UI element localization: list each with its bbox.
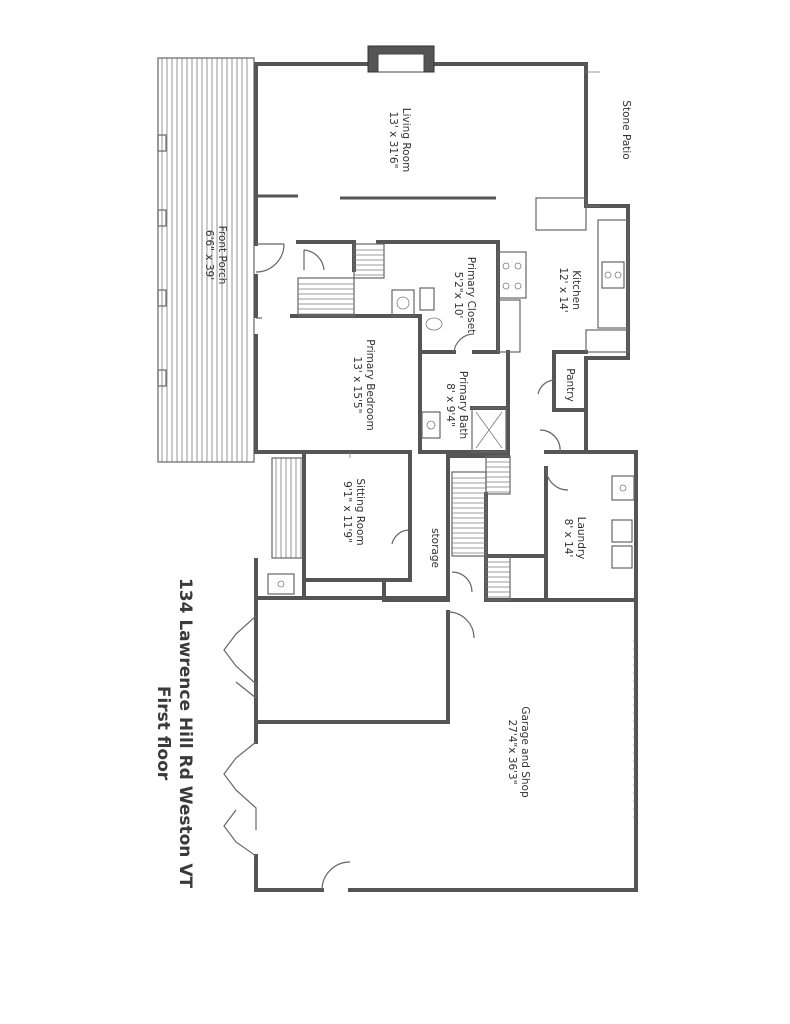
plan-title: 134 Lawrence Hill Rd Weston VT First flo… xyxy=(153,578,195,889)
primary-bath-name: Primary Bath xyxy=(457,371,469,439)
primary-closet-name: Primary Closet xyxy=(465,257,477,334)
fireplace xyxy=(367,45,435,73)
laundry-name: Laundry xyxy=(575,517,587,560)
storage-label: storage xyxy=(429,528,441,568)
primary-bedroom-name: Primary Bedroom xyxy=(364,339,376,430)
primary-closet-dims: 5'2"x 10' xyxy=(452,272,464,319)
interior-walls xyxy=(254,194,638,724)
front-porch-label: Front Porch 6'6" x 39' xyxy=(203,226,228,285)
sitting-room-name: Sitting Room xyxy=(354,478,366,545)
kitchen-label: Kitchen 12' x 14' xyxy=(557,267,582,312)
laundry-fixtures xyxy=(611,475,635,569)
floor-title: First floor xyxy=(153,686,173,781)
storage-name: storage xyxy=(429,528,441,568)
main-stairs xyxy=(297,243,385,317)
primary-closet-label: Primary Closet 5'2"x 10' xyxy=(452,257,477,334)
garage-dims: 27'4"x 36'3" xyxy=(506,719,518,784)
stone-patio-label: Stone Patio xyxy=(620,100,632,159)
address-title: 134 Lawrence Hill Rd Weston VT xyxy=(175,578,195,889)
kitchen-dims: 12' x 14' xyxy=(557,267,569,312)
sitting-room-label: Sitting Room 9'1" x 11'9" xyxy=(341,478,366,545)
living-room-name: Living Room xyxy=(400,108,412,172)
door-swings xyxy=(223,243,569,891)
kitchen-fixtures xyxy=(497,197,629,353)
garage-label: Garage and Shop 27'4"x 36'3" xyxy=(506,706,531,798)
laundry-dims: 8' x 14' xyxy=(562,519,574,558)
front-porch-dims: 6'6" x 39' xyxy=(203,230,215,280)
front-porch-name: Front Porch xyxy=(216,226,228,285)
primary-bath-label: Primary Bath 8' x 9'4" xyxy=(444,371,469,439)
basement-stairs xyxy=(451,455,511,601)
garage-sink xyxy=(267,573,295,595)
room-labels: Stone Patio Living Room 13' x 31'6" Fron… xyxy=(203,100,632,798)
primary-bath-dims: 8' x 9'4" xyxy=(444,383,456,427)
garage-markings xyxy=(349,452,635,820)
stone-patio-edge xyxy=(586,71,600,207)
living-room-label: Living Room 13' x 31'6" xyxy=(387,108,412,172)
bath-fixtures xyxy=(391,287,507,453)
porch-steps xyxy=(271,457,305,559)
primary-bedroom-dims: 13' x 15'5" xyxy=(351,357,363,414)
stone-patio-text: Stone Patio xyxy=(620,100,632,159)
primary-bedroom-label: Primary Bedroom 13' x 15'5" xyxy=(351,339,376,430)
garage-name: Garage and Shop xyxy=(519,706,531,798)
kitchen-name: Kitchen xyxy=(570,270,582,309)
pantry-name: Pantry xyxy=(564,368,576,402)
living-room-dims: 13' x 31'6" xyxy=(387,112,399,169)
laundry-label: Laundry 8' x 14' xyxy=(562,517,587,560)
sitting-room-dims: 9'1" x 11'9" xyxy=(341,481,353,543)
front-porch xyxy=(157,57,255,463)
pantry-label: Pantry xyxy=(564,368,576,402)
